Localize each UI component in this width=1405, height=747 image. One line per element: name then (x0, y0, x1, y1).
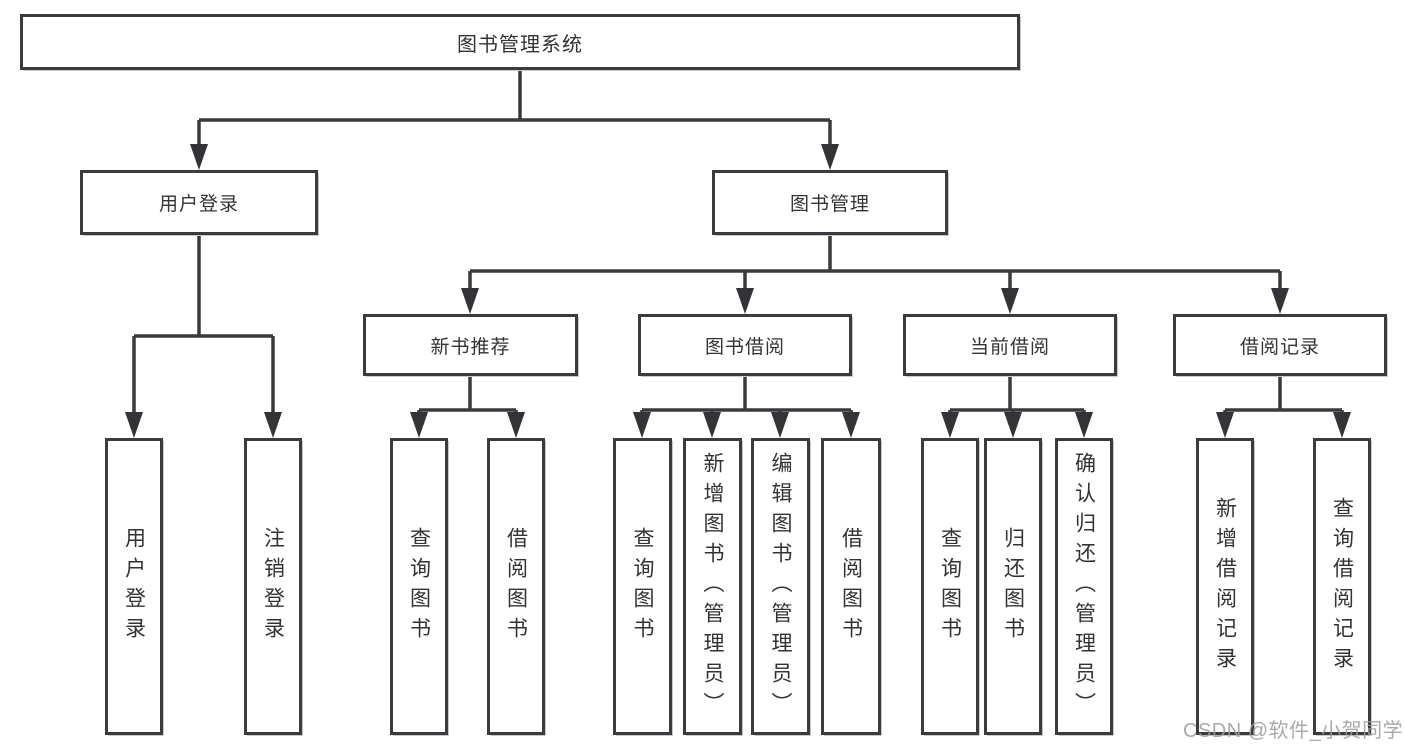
csdn-watermark: CSDN @软件_小贺同学 (1183, 720, 1404, 742)
node-current-borrowing-label: 当前借阅 (969, 336, 1050, 358)
leaf-query-borrow-record-label: 查询借阅记录 (1330, 496, 1354, 677)
node-book-borrowing: 图书借阅 (638, 314, 852, 376)
node-borrowing-records-label: 借阅记录 (1239, 336, 1320, 358)
leaf-query-books-1: 查询图书 (390, 438, 448, 735)
leaf-borrow-books-1-label: 借阅图书 (504, 526, 528, 647)
leaf-query-books-3: 查询图书 (921, 438, 979, 735)
node-current-borrowing: 当前借阅 (903, 314, 1117, 376)
node-system-root: 图书管理系统 (20, 14, 1020, 70)
leaf-logout-label: 注销登录 (261, 526, 285, 647)
leaf-edit-books-admin: 编辑图书（管理员） (751, 438, 810, 735)
node-new-book-recommendation-label: 新书推荐 (430, 336, 511, 358)
node-book-management-label: 图书管理 (789, 194, 870, 215)
leaf-user-login: 用户登录 (105, 438, 163, 735)
node-borrowing-records: 借阅记录 (1173, 314, 1387, 376)
leaf-query-books-2-label: 查询图书 (631, 526, 654, 647)
leaf-query-books-1-label: 查询图书 (407, 526, 431, 647)
leaf-add-books-admin-label: 新增图书（管理员） (701, 451, 724, 722)
leaf-query-borrow-record: 查询借阅记录 (1313, 438, 1371, 735)
leaf-logout: 注销登录 (244, 438, 302, 735)
leaf-confirm-return-admin: 确认归还（管理员） (1055, 438, 1113, 735)
leaf-return-books-label: 归还图书 (1001, 526, 1025, 647)
leaf-borrow-books-2: 借阅图书 (821, 438, 881, 735)
leaf-confirm-return-admin-label: 确认归还（管理员） (1072, 451, 1096, 722)
node-user-login-label: 用户登录 (158, 194, 239, 215)
leaf-return-books: 归还图书 (984, 438, 1042, 735)
leaf-edit-books-admin-label: 编辑图书（管理员） (769, 451, 792, 722)
leaf-add-books-admin: 新增图书（管理员） (683, 438, 742, 735)
node-book-borrowing-label: 图书借阅 (704, 336, 785, 358)
leaf-borrow-books-1: 借阅图书 (487, 438, 545, 735)
leaf-add-borrow-record-label: 新增借阅记录 (1213, 496, 1237, 677)
node-new-book-recommendation: 新书推荐 (363, 314, 578, 376)
leaf-query-books-2: 查询图书 (613, 438, 672, 735)
leaf-add-borrow-record: 新增借阅记录 (1196, 438, 1254, 735)
node-system-root-label: 图书管理系统 (457, 33, 583, 56)
node-book-management: 图书管理 (712, 170, 948, 235)
node-user-login: 用户登录 (80, 170, 318, 235)
leaf-user-login-label: 用户登录 (122, 526, 146, 647)
leaf-query-books-3-label: 查询图书 (938, 526, 962, 647)
leaf-borrow-books-2-label: 借阅图书 (839, 526, 863, 647)
